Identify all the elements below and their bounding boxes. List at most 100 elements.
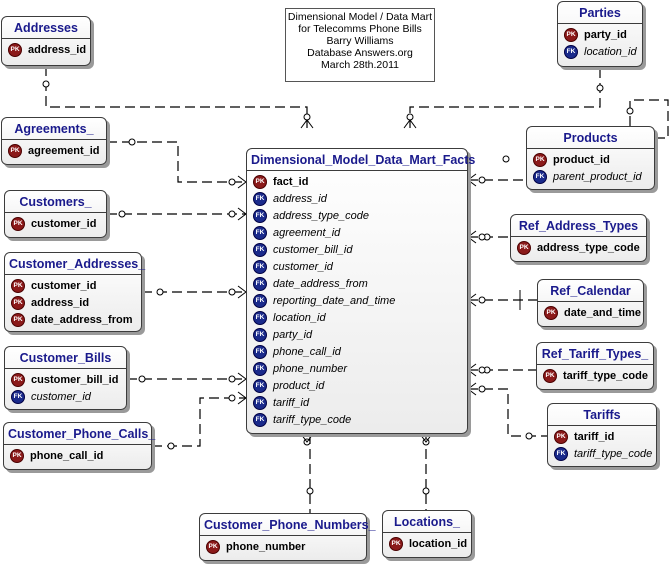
entity-agreements[interactable]: Agreements_ PK agreement_id (1, 117, 107, 165)
entity-title: Ref_Tariff_Types_ (537, 343, 653, 365)
fk-key-icon: FK (253, 259, 267, 274)
pk-key-icon: PK (10, 448, 24, 463)
attribute-name: address_id (28, 43, 87, 56)
pk-key-icon: PK (11, 295, 25, 310)
attribute-name: address_type_code (273, 209, 370, 222)
attribute-name: customer_id (273, 260, 333, 273)
entity-title: Ref_Calendar (538, 280, 643, 302)
fk-key-icon: FK (253, 293, 267, 308)
entity-title: Customer_Addresses_ (5, 253, 145, 275)
entity-locations[interactable]: Locations_ PK location_id (382, 510, 472, 558)
attribute-name: product_id (553, 153, 610, 166)
fk-key-icon: FK (253, 208, 267, 223)
pk-key-icon: PK (543, 368, 557, 383)
attribute-name: phone_number (273, 362, 348, 375)
pk-key-icon: PK (8, 143, 22, 158)
pk-key-icon: PK (206, 539, 220, 554)
entity-title: Locations_ (383, 511, 471, 533)
attribute-name: product_id (273, 379, 325, 392)
pk-key-icon: PK (8, 42, 22, 57)
pk-key-icon: PK (533, 152, 547, 167)
pk-key-icon: PK (544, 305, 558, 320)
entity-attributes: PK location_id (383, 533, 471, 555)
rel-parties (409, 68, 601, 128)
fk-key-icon: FK (253, 395, 267, 410)
entity-title: Agreements_ (2, 118, 106, 140)
attribute-row: PK product_id (533, 151, 648, 168)
attribute-row: PK phone_number (206, 538, 360, 555)
attribute-row: FK product_id (253, 377, 461, 394)
entity-attributes: PK agreement_id (2, 140, 106, 162)
diagram-note: Dimensional Model / Data Mart for Teleco… (285, 8, 435, 82)
entity-title: Customer_Phone_Calls_ (4, 423, 155, 445)
rel-agreements (107, 141, 246, 183)
attribute-name: customer_id (31, 279, 97, 292)
entity-attributes: PK address_id (2, 39, 90, 61)
attribute-name: tariff_id (574, 430, 615, 443)
pk-key-icon: PK (11, 278, 25, 293)
fk-key-icon: FK (253, 378, 267, 393)
attribute-name: reporting_date_and_time (273, 294, 396, 307)
entity-title: Customers_ (5, 191, 106, 213)
attribute-name: phone_call_id (273, 345, 341, 358)
pk-key-icon: PK (11, 312, 25, 327)
pk-key-icon: PK (11, 372, 25, 387)
attribute-name: tariff_type_code (273, 413, 352, 426)
note-line: Dimensional Model / Data Mart (287, 11, 433, 23)
attribute-name: customer_id (31, 390, 91, 403)
entity-title: Customer_Bills (5, 347, 126, 369)
fk-key-icon: FK (554, 446, 568, 461)
fk-key-icon: FK (253, 225, 267, 240)
attribute-row: FK address_type_code (253, 207, 461, 224)
attribute-name: agreement_id (28, 144, 100, 157)
entity-title: Addresses (2, 17, 90, 39)
attribute-name: phone_number (226, 540, 306, 553)
attribute-name: address_type_code (537, 241, 640, 254)
attribute-name: location_id (409, 537, 468, 550)
pk-key-icon: PK (517, 240, 531, 255)
pk-key-icon: PK (389, 536, 403, 551)
attribute-row: PK address_id (8, 41, 87, 58)
rel-customer-phone-calls (152, 397, 246, 447)
note-line: Database Answers.org (307, 47, 413, 59)
entity-attributes: PK phone_number (200, 536, 366, 558)
note-line: for Telecomms Phone Bills (298, 23, 422, 35)
attribute-row: PK customer_id (11, 277, 135, 294)
pk-key-icon: PK (253, 174, 267, 189)
attribute-row: PK address_type_code (517, 239, 640, 256)
